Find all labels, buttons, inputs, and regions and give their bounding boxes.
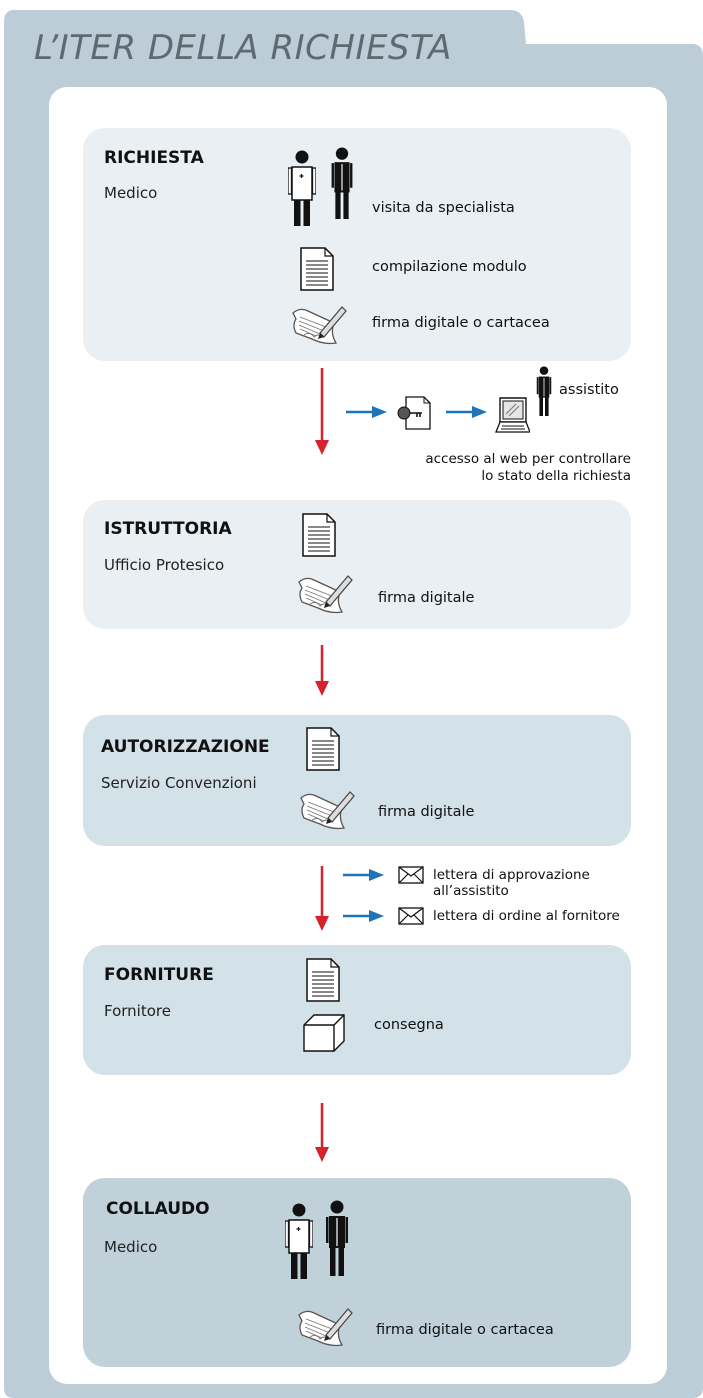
blue-arrow-icon — [346, 406, 387, 418]
stage-istruttoria-title: ISTRUTTORIA — [104, 519, 232, 539]
doctor-icon — [288, 150, 316, 226]
stage-autorizzazione-subtitle: Servizio Convenzioni — [101, 774, 257, 792]
step-compilazione-label: compilazione modulo — [372, 259, 527, 275]
web-access-caption-line1: accesso al web per controllare — [425, 451, 631, 467]
stage-istruttoria-subtitle: Ufficio Protesico — [104, 556, 225, 574]
stage-richiesta-title: RICHIESTA — [104, 148, 204, 168]
laptop-icon — [495, 397, 530, 433]
blue-arrow-icon — [343, 910, 384, 922]
step-firma-label: firma digitale o cartacea — [372, 315, 550, 331]
package-box-icon — [302, 1013, 346, 1053]
assistito-person-icon — [536, 366, 552, 416]
down-arrow-2 — [315, 645, 329, 696]
step-firma-digitale-label: firma digitale — [378, 804, 475, 820]
down-arrow-3 — [315, 866, 329, 931]
diagram-title: L’ITER DELLA RICHIESTA — [34, 28, 452, 68]
step-firma-cartacea-label: firma digitale o cartacea — [376, 1322, 554, 1338]
blue-arrow-icon — [446, 406, 487, 418]
stage-autorizzazione — [83, 715, 631, 846]
document-icon — [306, 727, 340, 771]
order-letter-label: lettera di ordine al fornitore — [433, 908, 620, 924]
approval-letter-line2: all’assistito — [433, 883, 509, 899]
stage-collaudo — [83, 1178, 631, 1367]
stage-forniture-subtitle: Fornitore — [104, 1002, 171, 1020]
envelope-icon — [398, 907, 424, 925]
web-access-caption-line2: lo stato della richiesta — [481, 468, 631, 484]
assistito-label: assistito — [559, 382, 619, 398]
approval-letter-line1: lettera di approvazione — [433, 867, 590, 883]
key-document-icon — [397, 396, 431, 430]
stage-istruttoria — [83, 500, 631, 629]
signature-icon — [296, 1305, 354, 1349]
stage-richiesta-subtitle: Medico — [104, 184, 158, 202]
envelope-icon — [398, 866, 424, 884]
doctor-icon — [285, 1203, 313, 1279]
signature-icon — [290, 303, 348, 347]
step-firma-digitale-label: firma digitale — [378, 590, 475, 606]
person-icon — [326, 1200, 348, 1276]
stage-collaudo-title: COLLAUDO — [106, 1199, 210, 1219]
down-arrow-4 — [315, 1103, 329, 1162]
step-consegna-label: consegna — [374, 1017, 444, 1033]
signature-icon — [296, 572, 354, 616]
signature-icon — [298, 788, 356, 832]
stage-forniture-title: FORNITURE — [104, 965, 214, 985]
blue-arrow-icon — [343, 869, 384, 881]
step-visita-label: visita da specialista — [372, 200, 515, 216]
stage-collaudo-subtitle: Medico — [104, 1238, 158, 1256]
person-icon — [331, 147, 353, 219]
stage-richiesta — [83, 128, 631, 361]
document-icon — [300, 247, 334, 291]
stage-autorizzazione-title: AUTORIZZAZIONE — [101, 737, 270, 757]
document-icon — [306, 958, 340, 1002]
stage-forniture — [83, 945, 631, 1075]
document-icon — [302, 513, 336, 557]
down-arrow-1 — [315, 368, 329, 455]
